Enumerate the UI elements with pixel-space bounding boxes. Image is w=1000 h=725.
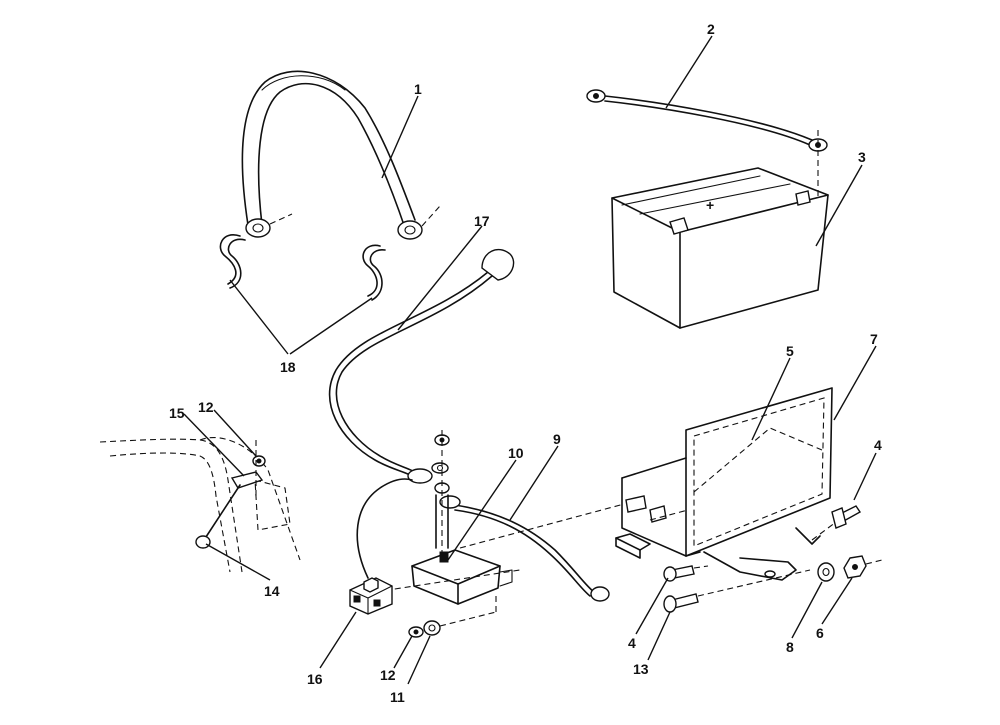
callout-8: 8: [786, 639, 794, 655]
battery-ground-cable: [586, 89, 828, 200]
callout-6: 6: [816, 625, 824, 641]
callout-17: 17: [474, 213, 490, 229]
battery: +: [611, 167, 829, 329]
callout-1: 1: [414, 81, 422, 97]
battery-box: [459, 387, 833, 581]
positive-battery-cable: [328, 249, 515, 484]
callout-7: 7: [870, 331, 878, 347]
battery-terminal-mark: +: [706, 197, 714, 213]
starter-solenoid: [374, 549, 521, 605]
callout-4-upper: 4: [874, 437, 882, 453]
callout-12-upper: 12: [198, 399, 214, 415]
callout-9: 9: [553, 431, 561, 447]
solenoid-cable: [439, 495, 610, 602]
callout-4-lower: 4: [628, 635, 636, 651]
callout-12-lower: 12: [380, 667, 396, 683]
lower-nut-washer: [408, 592, 497, 638]
callout-18: 18: [280, 359, 296, 375]
callout-14: 14: [264, 583, 280, 599]
leader-lines: [183, 35, 877, 685]
callout-16: 16: [307, 671, 323, 687]
callout-2: 2: [707, 21, 715, 37]
callout-13: 13: [633, 661, 649, 677]
mounting-hardware: [663, 505, 883, 613]
s-hooks: [219, 234, 386, 301]
callout-11: 11: [390, 689, 405, 705]
callout-5: 5: [786, 343, 794, 359]
frame-section: [99, 437, 301, 573]
callout-labels: 1 2 3 4 4 5 6 7 8 9 10 11 12 12 13 14 15…: [169, 21, 882, 705]
callout-15: 15: [169, 405, 185, 421]
callout-3: 3: [858, 149, 866, 165]
callout-10: 10: [508, 445, 524, 461]
terminal-hardware: [431, 430, 450, 552]
connector-plug: [349, 478, 413, 615]
hold-down-strap: [241, 70, 441, 240]
